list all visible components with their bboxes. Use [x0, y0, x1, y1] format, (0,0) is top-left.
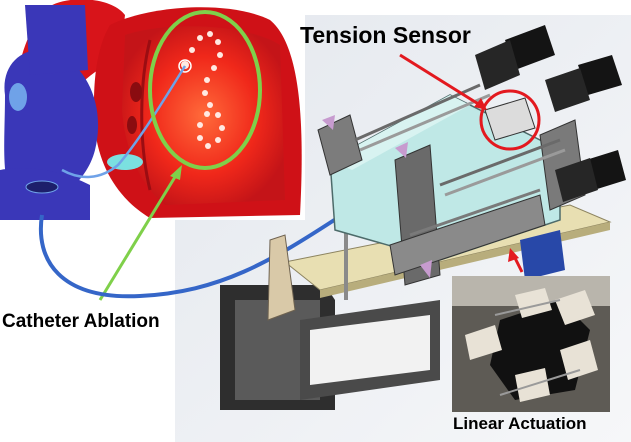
actuation-callout-arrow [508, 248, 524, 273]
ablation-callout-ellipse [148, 10, 262, 170]
tension-callout-circle [479, 89, 541, 151]
tension-sensor-label: Tension Sensor [300, 22, 471, 48]
linear-actuation-label: Linear Actuation [453, 414, 587, 433]
device-cad-model [220, 25, 626, 410]
ablation-callout-arrow [98, 165, 182, 301]
catheter-ablation-label: Catheter Ablation [2, 311, 160, 332]
ablation-electrode-loop [178, 31, 225, 149]
actuation-photo [452, 276, 610, 412]
tension-callout-arrow [399, 53, 487, 110]
